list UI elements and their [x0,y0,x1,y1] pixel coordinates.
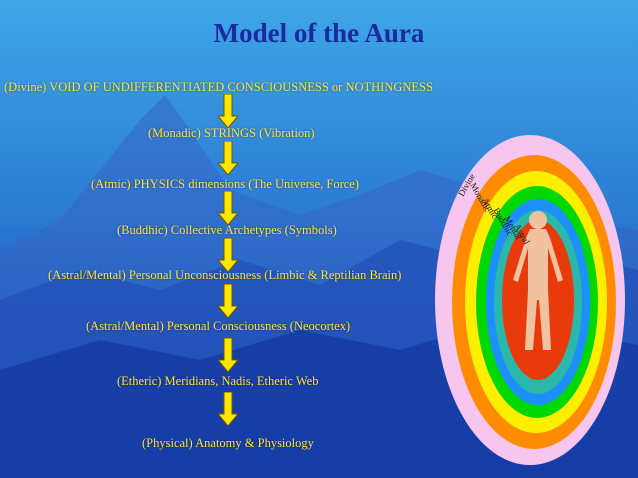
page-title: Model of the Aura [213,18,425,48]
level-buddhic: (Buddhic) Collective Archetypes (Symbols… [117,223,337,237]
level-etheric: (Etheric) Meridians, Nadis, Etheric Web [117,374,319,388]
human-figure-icon [513,211,563,350]
down-arrow-icon [218,392,238,426]
level-astral-unconscious: (Astral/Mental) Personal Unconsciousness… [48,268,402,282]
down-arrow-icon [218,238,238,272]
aura-diagram: Divine Monadic Atmic Buddhic Mental Astr… [435,135,625,465]
level-physical: (Physical) Anatomy & Physiology [142,436,314,450]
level-atmic: (Atmic) PHYSICS dimensions (The Universe… [91,177,360,191]
level-divine: (Divine) VOID OF UNDIFFERENTIATED CONSCI… [4,80,433,94]
level-monadic: (Monadic) STRINGS (Vibration) [148,126,315,140]
down-arrow-icon [218,94,238,128]
down-arrow-icon [218,191,238,225]
down-arrow-icon [218,338,238,372]
down-arrow-icon [218,284,238,318]
down-arrow-icon [218,141,238,175]
level-astral-conscious: (Astral/Mental) Personal Consciousness (… [86,319,351,333]
